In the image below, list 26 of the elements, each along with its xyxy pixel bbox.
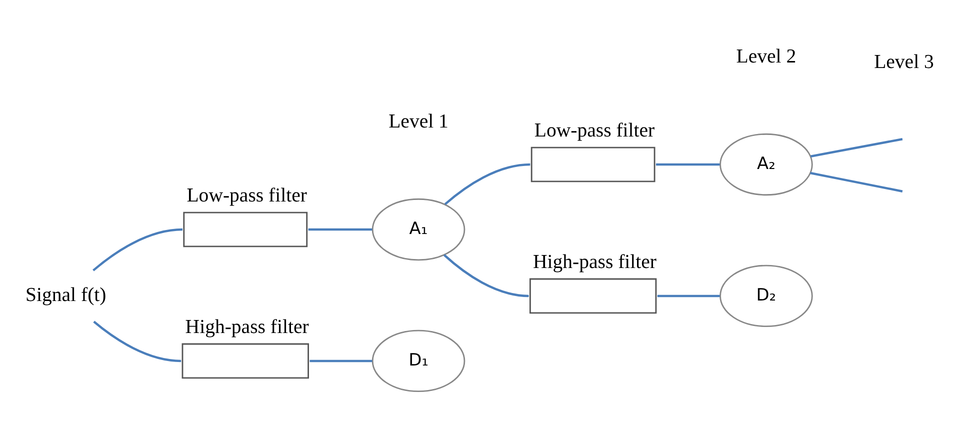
label: Level 1	[388, 110, 448, 132]
connector	[308, 228, 372, 231]
node-label: High-pass filter	[184, 316, 308, 338]
node-ellipse: D₂	[719, 264, 812, 328]
node-box	[528, 278, 656, 314]
node-ellipse: A₂	[719, 133, 812, 196]
connector	[442, 254, 528, 298]
label: Level 3	[874, 50, 934, 73]
connector	[444, 163, 530, 206]
connector	[656, 294, 720, 298]
connector	[810, 172, 902, 192]
label: Level 2	[736, 45, 796, 68]
connector	[92, 320, 181, 362]
connector	[655, 163, 720, 166]
node-label: High-pass filter	[532, 250, 656, 273]
connector	[309, 360, 372, 362]
connector	[92, 228, 182, 272]
node-box	[181, 343, 308, 379]
node-ellipse: D₁	[371, 330, 465, 392]
node-text: Signal f(t)	[25, 284, 106, 306]
node-box	[182, 212, 308, 248]
connector	[810, 138, 902, 158]
node-box	[530, 146, 655, 182]
node-label: Low-pass filter	[186, 184, 306, 207]
node-label: Low-pass filter	[534, 120, 654, 142]
node-ellipse: A₁	[371, 198, 465, 261]
